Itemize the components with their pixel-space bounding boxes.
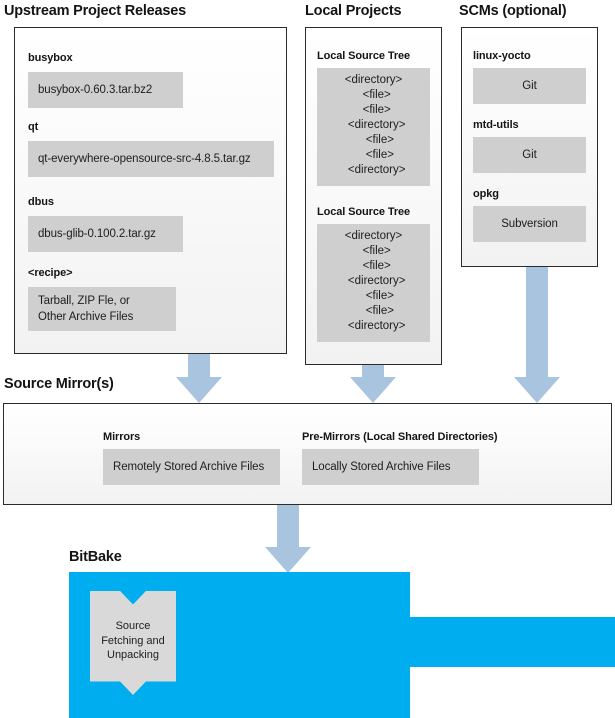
local-source-tree-2: <directory> <file> <file> <directory> <f… [317, 224, 430, 342]
mirror-item-label-mirrors: Mirrors [103, 431, 141, 443]
tree-line: <file> [353, 148, 394, 161]
tree-line: <file> [356, 259, 391, 272]
source-fetching-label: Source Fetching and Unpacking [101, 619, 165, 662]
flow-arrow-local-projects-to-mirrors [350, 365, 396, 403]
local-tree-label-1: Local Source Tree [317, 50, 411, 62]
upstream-item-value-recipe: Tarball, ZIP Fle, or Other Archive Files [28, 287, 176, 331]
upstream-item-label-recipe: <recipe> [28, 267, 73, 279]
mirror-item-label-pre-mirrors: Pre-Mirrors (Local Shared Directories) [302, 431, 498, 443]
flow-arrow-upstream-to-mirrors [176, 354, 222, 403]
flow-arrow-mirrors-to-bitbake [265, 505, 311, 573]
local-source-tree-1: <directory> <file> <file> <directory> <f… [317, 68, 430, 186]
upstream-item-label-dbus: dbus [28, 196, 54, 208]
tree-line: <file> [356, 103, 391, 116]
scm-item-value-linux-yocto: Git [473, 68, 586, 104]
tree-line: <directory> [341, 163, 406, 176]
local-tree-label-2: Local Source Tree [317, 206, 411, 218]
tree-line: <directory> [341, 274, 406, 287]
upstream-item-label-busybox: busybox [28, 52, 73, 64]
section-title-bitbake: BitBake [69, 549, 122, 565]
scm-item-label-mtd-utils: mtd-utils [473, 119, 519, 131]
scm-item-label-opkg: opkg [473, 188, 499, 200]
tree-line: <directory> [341, 118, 406, 131]
upstream-item-value-dbus: dbus-glib-0.100.2.tar.gz [28, 216, 183, 252]
section-title-upstream: Upstream Project Releases [4, 3, 186, 19]
upstream-item-value-busybox: busybox-0.60.3.tar.bz2 [28, 72, 183, 108]
bitbake-tail-shape [409, 617, 615, 667]
section-title-scms: SCMs (optional) [459, 3, 567, 19]
source-fetching-and-unpacking-block: Source Fetching and Unpacking [90, 591, 176, 695]
upstream-item-label-qt: qt [28, 121, 39, 133]
section-title-local-projects: Local Projects [305, 3, 402, 19]
scm-item-label-linux-yocto: linux-yocto [473, 50, 531, 62]
section-title-source-mirrors: Source Mirror(s) [4, 376, 114, 392]
tree-line: <file> [353, 133, 394, 146]
tree-line: <directory> [344, 74, 403, 86]
tree-line: <directory> [344, 230, 403, 242]
tree-line: <file> [356, 244, 391, 257]
tree-line: <file> [356, 88, 391, 101]
tree-line: <file> [353, 289, 394, 302]
flow-arrow-scms-to-mirrors [514, 267, 560, 403]
mirror-item-value-mirrors: Remotely Stored Archive Files [103, 449, 280, 485]
upstream-item-value-qt: qt-everywhere-opensource-src-4.8.5.tar.g… [28, 141, 274, 177]
scm-item-value-mtd-utils: Git [473, 137, 586, 173]
tree-line: <directory> [341, 319, 406, 332]
tree-line: <file> [353, 304, 394, 317]
scm-item-value-opkg: Subversion [473, 206, 586, 242]
mirror-item-value-pre-mirrors: Locally Stored Archive Files [302, 449, 479, 485]
